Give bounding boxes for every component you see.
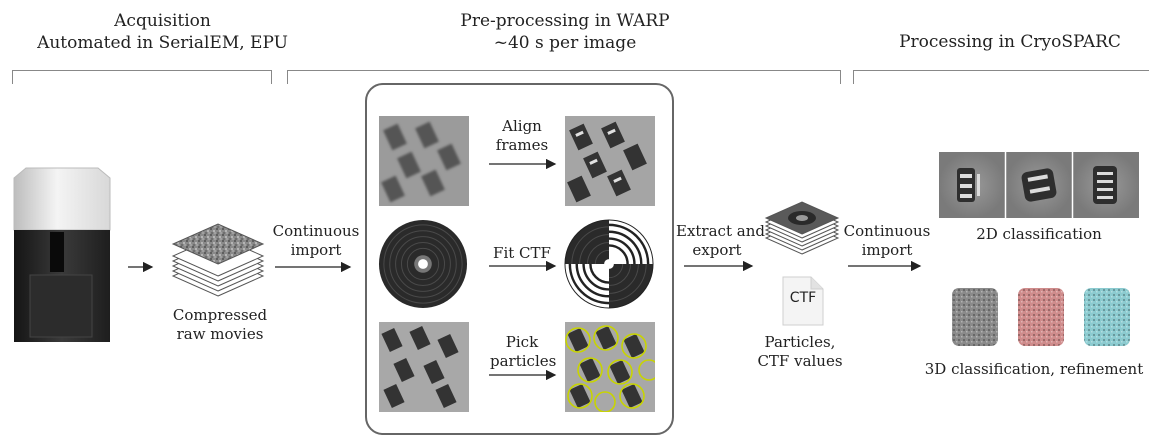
preprocessing-header: Pre-processing in WARP ~40 s per image (420, 10, 710, 54)
movie-stack-icon (171, 223, 265, 297)
particles-line-1: Particles, (764, 333, 836, 351)
aligned-micrograph-image (565, 116, 655, 206)
ctf-document-icon (782, 276, 824, 326)
preprocessing-bracket (287, 70, 841, 84)
ctf-fit-image (564, 219, 654, 309)
continuous-import-label-1: Continuous import (270, 222, 362, 260)
particles-ctf-label: Particles, CTF values (740, 333, 860, 371)
power-spectrum-image (378, 219, 468, 309)
acquisition-header: Acquisition Automated in SerialEM, EPU (20, 10, 305, 54)
import1-line-1: Continuous (272, 222, 360, 240)
processing-bracket (853, 70, 1149, 84)
class2d-label: 2D classification (976, 225, 1102, 243)
particles-line-2: CTF values (757, 352, 843, 370)
compressed-line-1: Compressed (172, 306, 268, 324)
acquisition-title: Acquisition (114, 11, 211, 31)
blurry-micrograph-image (379, 116, 469, 206)
pick-line-1: Pick (505, 333, 539, 351)
import2-line-2: import (861, 241, 913, 259)
acquisition-bracket (12, 70, 272, 84)
density-maps-image (952, 288, 1130, 346)
pick-particles-label: Pick particles (490, 333, 557, 371)
align-frames-label: Align frames (490, 117, 554, 155)
continuous-import-label-2: Continuous import (843, 222, 931, 260)
particle-micrograph-image (379, 322, 469, 412)
extract-line-2: export (692, 241, 742, 259)
processing-header: Processing in CryoSPARC (880, 31, 1140, 53)
import2-line-1: Continuous (843, 222, 931, 240)
extract-export-label: Extract and export (676, 222, 765, 260)
align-line-1: Align (502, 117, 542, 135)
compressed-movies-label: Compressed raw movies (165, 306, 275, 344)
microscope-icon (13, 167, 111, 342)
class-averages-image (939, 152, 1139, 218)
preprocessing-subtitle: ~40 s per image (493, 33, 637, 53)
import1-line-2: import (290, 241, 342, 259)
picked-particles-image (565, 322, 655, 412)
align-line-2: frames (495, 136, 549, 154)
compressed-line-2: raw movies (176, 325, 264, 343)
particle-stack-icon (764, 201, 840, 255)
class3d-label: 3D classification, refinement (924, 360, 1144, 378)
pick-line-2: particles (490, 352, 557, 370)
processing-title: Processing in CryoSPARC (899, 32, 1121, 52)
fit-ctf-label: Fit CTF (493, 244, 551, 262)
ctf-document-label: CTF (789, 290, 817, 306)
acquisition-subtitle: Automated in SerialEM, EPU (37, 33, 288, 53)
preprocessing-title: Pre-processing in WARP (460, 11, 670, 31)
extract-line-1: Extract and (676, 222, 765, 240)
